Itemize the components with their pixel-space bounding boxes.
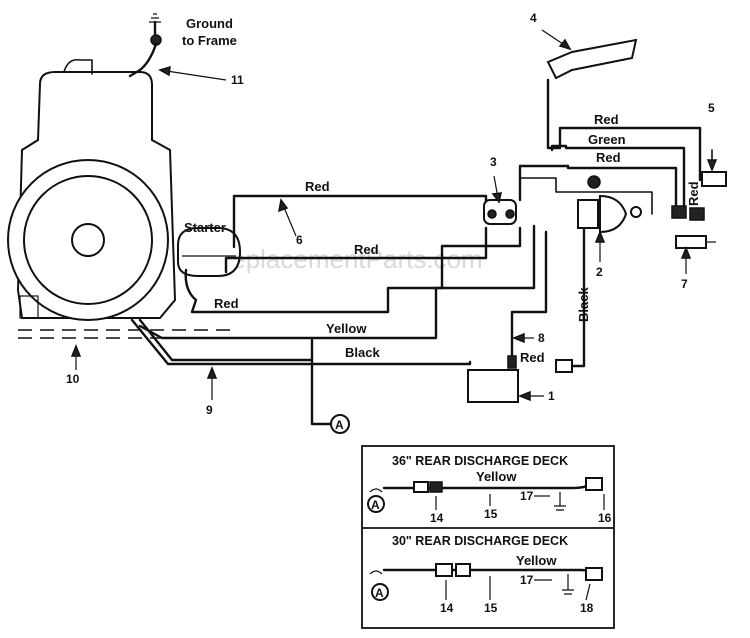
- part-3: 3: [490, 155, 497, 169]
- deck-box: [361, 445, 615, 629]
- part-10: 10: [66, 372, 80, 386]
- deck30-wire-label: Yellow: [516, 553, 557, 568]
- wire-label-red-lower: Red: [214, 296, 239, 311]
- ground-strap: [128, 13, 162, 78]
- starter-motor: [177, 227, 242, 277]
- deck36-title: 36" REAR DISCHARGE DECK: [392, 454, 568, 468]
- connector-a: A: [330, 414, 350, 434]
- deck-36-section: 36" REAR DISCHARGE DECK Yellow A 14 15 1…: [367, 454, 612, 525]
- deck30-switch-18: [585, 567, 603, 581]
- part-4: 4: [530, 11, 537, 25]
- part-5: 5: [708, 101, 715, 115]
- solenoid: [483, 175, 517, 225]
- svg-text:17: 17: [520, 573, 534, 587]
- to-frame-label: to Frame: [182, 33, 237, 48]
- wire-black-harness: [130, 318, 472, 366]
- wire-red-top: [546, 78, 702, 182]
- svg-text:14: 14: [440, 601, 454, 615]
- part-8: 8: [538, 331, 545, 345]
- wire-to-connector-a: [310, 338, 332, 426]
- wire-red-mid: [224, 226, 488, 274]
- wire-label-red-battery: Red: [520, 350, 545, 365]
- part-2: 2: [596, 265, 603, 279]
- wire-red-6: [232, 194, 488, 249]
- svg-text:17: 17: [520, 489, 534, 503]
- wire-label-red-right: Red: [686, 181, 701, 206]
- wire-black-vertical: [568, 214, 586, 368]
- deck-30-section: 30" REAR DISCHARGE DECK Yellow A 14 15 1…: [369, 534, 603, 615]
- deck36-wire-label: Yellow: [476, 469, 517, 484]
- wire-label-red-mid: Red: [354, 242, 379, 257]
- starter-label: Starter: [184, 220, 226, 235]
- wire-green: [550, 144, 686, 210]
- ground-label: Ground: [186, 16, 233, 31]
- interlock-switch: [675, 235, 716, 274]
- wire-label-black-vertical: Black: [576, 287, 591, 322]
- deck36-switch-16: [585, 477, 603, 491]
- part-11: 11: [231, 73, 244, 87]
- svg-text:A: A: [371, 498, 380, 512]
- part-6: 6: [296, 233, 303, 247]
- svg-text:18: 18: [580, 601, 594, 615]
- part-9: 9: [206, 403, 213, 417]
- svg-text:14: 14: [430, 511, 444, 525]
- wire-red-battery: [510, 230, 548, 368]
- switch-cluster: [671, 205, 705, 221]
- svg-text:16: 16: [598, 511, 612, 525]
- engine: [7, 58, 177, 321]
- wire-red-lower: [184, 226, 522, 314]
- wire-label-yellow: Yellow: [326, 321, 367, 336]
- wire-red-top-2: [518, 164, 678, 212]
- wire-label-green: Green: [588, 132, 626, 147]
- svg-text:A: A: [335, 418, 344, 432]
- deck30-connector-14: [435, 563, 471, 577]
- deck36-connector-14: [413, 481, 443, 493]
- wire-yellow: [138, 224, 536, 340]
- svg-text:A: A: [375, 586, 384, 600]
- deck30-title: 30" REAR DISCHARGE DECK: [392, 534, 568, 548]
- brake-switch: [701, 149, 727, 187]
- seat-switch-bracket: [541, 29, 638, 80]
- part-1: 1: [548, 389, 555, 403]
- wire-label-black: Black: [345, 345, 380, 360]
- svg-text:15: 15: [484, 507, 498, 521]
- battery: [467, 369, 519, 403]
- wire-label-red-starter: Red: [305, 179, 330, 194]
- wire-label-red-top-1: Red: [594, 112, 619, 127]
- svg-text:15: 15: [484, 601, 498, 615]
- part-7: 7: [681, 277, 688, 291]
- wire-label-red-top-2: Red: [596, 150, 621, 165]
- ignition-switch: [577, 194, 642, 262]
